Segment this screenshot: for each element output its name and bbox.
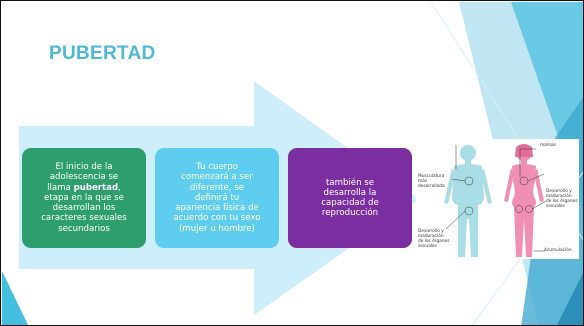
highlight-pubertad: pubertad	[73, 182, 119, 193]
callout-lines	[445, 145, 547, 252]
label-acumulacion: Acumulación	[544, 248, 572, 253]
step-1-text: El inicio de la adolescencia se llama pu…	[41, 162, 127, 234]
step-box-pubertad: El inicio de la adolescencia se llama pu…	[22, 148, 146, 248]
label-musculatura: Musculatura más desarrollada	[418, 174, 445, 189]
decor-facet-4	[557, 273, 583, 325]
step-box-cuerpo: Tu cuerpo comenzará a ser diferente, se …	[155, 148, 279, 248]
female-figure	[504, 144, 544, 257]
label-mamas: mamas	[540, 143, 556, 148]
decor-facet-left	[2, 271, 29, 325]
step-box-reproduccion: también se desarrolla la capacidad de re…	[288, 148, 412, 248]
label-desarrollo-right: Desarrollo y maduración de los órganos s…	[546, 189, 578, 209]
step-2-text: Tu cuerpo comenzará a ser diferente, se …	[173, 162, 261, 234]
body-illustration: mamas Musculatura más desarrollada Desar…	[416, 139, 579, 259]
label-desarrollo-left: Desarrollo y maduración de los órganos s…	[418, 229, 450, 249]
step-3-text: también se desarrolla la capacidad de re…	[321, 177, 379, 219]
body-figures-image	[444, 144, 547, 257]
male-figure	[444, 145, 492, 257]
slide-title: PUBERTAD	[49, 43, 156, 64]
